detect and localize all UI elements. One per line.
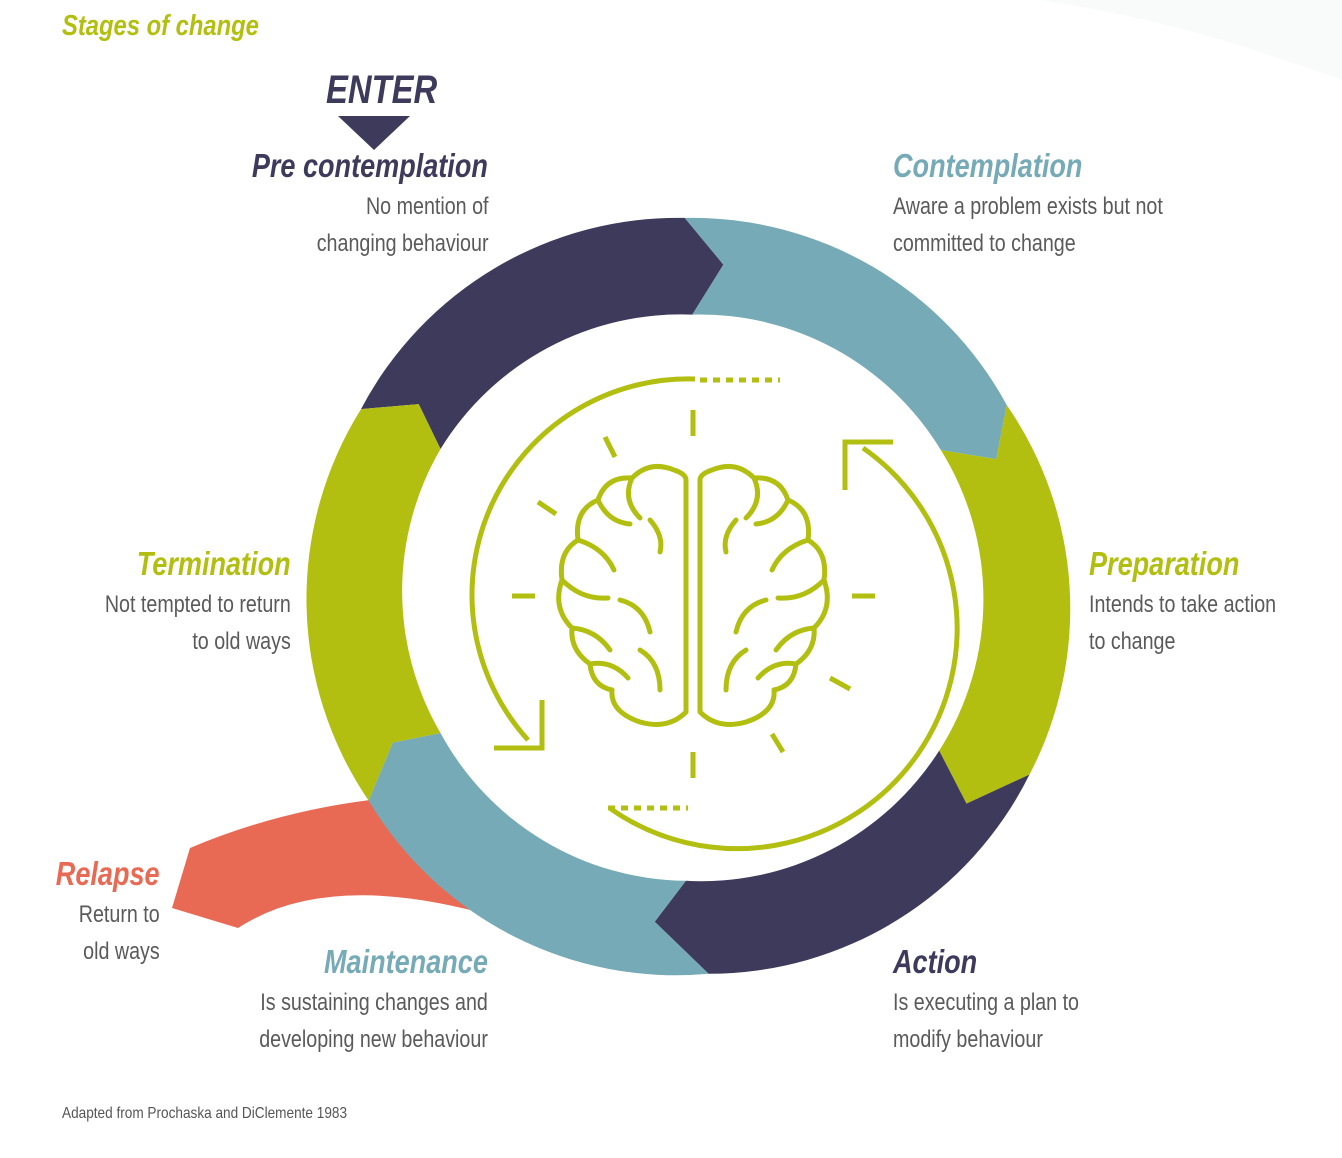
brain-icon [556,463,830,727]
relapse-segment [172,800,500,928]
contemplation-segment [684,217,1007,460]
maintenance-segment [368,733,709,976]
stage-termination-title: Termination [137,545,291,582]
stage-contemplation: Contemplation Aware a problem exists but… [893,148,1313,262]
preparation-segment [939,405,1071,804]
inner-cycle-arrows [469,376,960,852]
precontemplation-segment [361,217,724,449]
stage-precontemplation-title: Pre contemplation [251,147,488,184]
stage-action-title: Action [893,943,978,980]
stage-preparation-title: Preparation [1089,545,1240,582]
termination-segment [306,404,441,801]
enter-label: ENTER [326,68,438,112]
action-segment [654,750,1030,974]
stage-relapse-title: Relapse [56,855,160,892]
idea-rays [512,410,875,778]
stage-contemplation-title: Contemplation [893,147,1083,184]
page-title: Stages of change [62,10,259,42]
background-texture [1040,0,1342,80]
enter-arrow-icon [338,116,410,150]
source-citation: Adapted from Prochaska and DiClemente 19… [62,1105,348,1122]
stage-maintenance-title: Maintenance [324,943,488,980]
